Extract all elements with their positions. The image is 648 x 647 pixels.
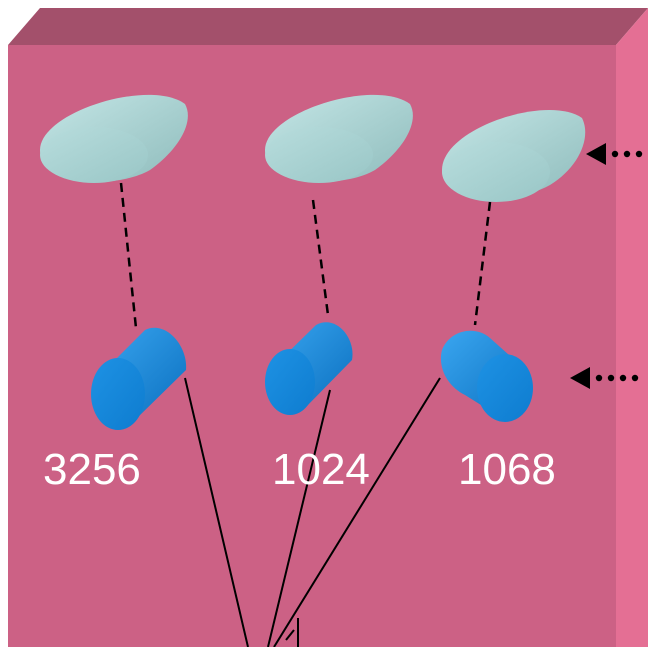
dotted-arrow-icon — [570, 367, 639, 389]
solid-line-left — [184, 377, 249, 647]
box-top-face — [8, 8, 648, 45]
dashed-connector-middle — [311, 199, 330, 316]
solid-connectors — [184, 377, 441, 647]
solid-tick-2 — [285, 629, 295, 641]
dashed-connector-right — [473, 201, 492, 326]
dashed-connectors — [119, 182, 492, 329]
light-cylinder-icon — [40, 94, 188, 183]
blue-cylinder-icon — [91, 327, 187, 430]
light-cylinder-icon — [442, 110, 586, 202]
light-cylinder-icon — [265, 94, 413, 183]
label-right: 1068 — [458, 445, 556, 494]
solid-line-right — [273, 377, 441, 647]
dotted-arrow-icon — [586, 143, 643, 165]
blue-cylinder-icon — [265, 322, 353, 415]
label-left: 3256 — [43, 445, 141, 494]
solid-line-middle — [267, 389, 331, 647]
box-side-face — [616, 8, 648, 647]
label-middle: 1024 — [272, 445, 370, 494]
dashed-connector-left — [119, 182, 138, 329]
blue-cylinder-icon — [440, 330, 533, 422]
